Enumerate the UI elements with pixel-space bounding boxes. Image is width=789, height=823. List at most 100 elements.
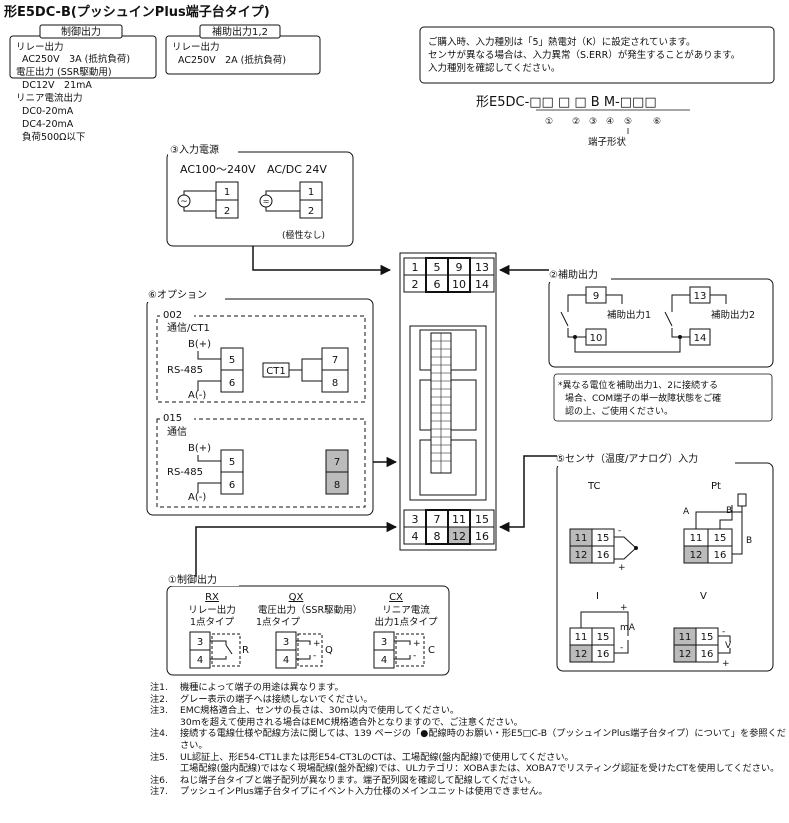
cx-line1: リニア電流 bbox=[382, 604, 430, 616]
terminal-7: 7 bbox=[434, 513, 441, 526]
terminal-15: 15 bbox=[714, 533, 727, 544]
spec-line: DC4-20mA bbox=[22, 119, 74, 130]
plus-sign: + bbox=[413, 639, 421, 649]
terminal-16: 16 bbox=[475, 530, 489, 543]
option-title: ⑥オプション bbox=[148, 289, 207, 301]
rs485-label: RS-485 bbox=[167, 467, 203, 478]
note-item: 注7. プッシュインPlus端子台タイプにイベント入力仕様のメインユニットは使用… bbox=[150, 786, 786, 798]
terminal-2: 2 bbox=[412, 278, 419, 291]
rs485-a-label: A(-) bbox=[188, 492, 206, 503]
note-id: 注7. bbox=[150, 786, 168, 798]
spec-line: AC250V 2A (抵抗負荷) bbox=[178, 54, 286, 66]
terminal-13: 13 bbox=[475, 261, 489, 274]
svg-text:~: ~ bbox=[180, 197, 188, 207]
terminal-5: 5 bbox=[229, 457, 235, 468]
tc-label: TC bbox=[587, 481, 601, 492]
aux-output-spec-box: 補助出力1,2 リレー出力 AC250V 2A (抵抗負荷) bbox=[165, 24, 321, 75]
terminal-8: 8 bbox=[334, 480, 340, 491]
notice-line: 入力種別を確認してください。 bbox=[428, 62, 560, 74]
spec-line: DC0-20mA bbox=[22, 106, 74, 117]
control-output-section: ①制御出力 RX リレー出力 1点タイプ 3 4 R QX 電圧出力（SSR駆動… bbox=[166, 572, 450, 676]
pt-a-label: A bbox=[683, 507, 690, 517]
terminal-7: 7 bbox=[334, 457, 340, 468]
pt-label: Pt bbox=[711, 481, 721, 492]
rtd-element-icon bbox=[737, 493, 747, 507]
terminal-11: 11 bbox=[679, 632, 692, 643]
terminal-3: 3 bbox=[283, 637, 289, 648]
option-section: ⑥オプション 002 通信/CT1 B(+) RS-485 A(-) 5 6 C… bbox=[146, 288, 374, 516]
note-item: 注4. 接続する電線仕様や配線方法に関しては、139 ページの「●配線時のお願い… bbox=[150, 728, 786, 751]
model-marker: ② bbox=[572, 117, 580, 127]
terminal-2: 2 bbox=[224, 206, 230, 217]
model-marker: ① bbox=[545, 117, 553, 127]
note-id: 注2. bbox=[150, 693, 168, 705]
terminal-1: 1 bbox=[308, 187, 314, 198]
terminal-9: 9 bbox=[593, 291, 599, 302]
terminal-13: 13 bbox=[694, 291, 707, 302]
rx-code: RX bbox=[205, 592, 219, 603]
note-item: 注5. UL認証上、形E54-CT1Lまたは形E54-CT3LのCTは、工場配線… bbox=[150, 752, 786, 775]
qx-mark: Q bbox=[325, 645, 333, 656]
option-002-code: 002 bbox=[163, 310, 182, 321]
control-output-title: ①制御出力 bbox=[168, 573, 217, 586]
page-title: 形E5DC-B(プッシュインPlus端子台タイプ) bbox=[4, 4, 270, 20]
plus-sign: + bbox=[620, 603, 628, 613]
note-id: 注5. bbox=[150, 751, 168, 763]
terminal-5: 5 bbox=[434, 261, 441, 274]
note-text: ねじ端子台タイプと端子配列が異なります。端子配列図を確認して配線してください。 bbox=[180, 774, 537, 786]
terminal-9: 9 bbox=[456, 261, 463, 274]
aux-note: *異なる電位を補助出力1、2に接続する 場合、COM端子の単一故障状態をご確 認… bbox=[553, 373, 773, 422]
model-marker: ④ bbox=[606, 117, 614, 127]
note-text: グレー表示の端子へは接続しないでください。 bbox=[180, 693, 373, 705]
sensor-input-section: ⑤センサ（温度/アナログ）入力 TC 11 12 15 16 - + Pt 11… bbox=[555, 452, 774, 672]
model-marker: ⑥ bbox=[653, 117, 661, 127]
spec-line: リニア電流出力 bbox=[16, 92, 83, 104]
terminal-6: 6 bbox=[229, 378, 235, 389]
terminal-5: 5 bbox=[229, 355, 235, 366]
note-text: 機種によって端子の用途は異なります。 bbox=[180, 682, 344, 693]
spec-line: リレー出力 bbox=[16, 41, 64, 53]
option-015-name: 通信 bbox=[167, 426, 187, 438]
aux-output-2-label: 補助出力2 bbox=[711, 309, 755, 321]
ct1-label: CT1 bbox=[266, 366, 285, 377]
no-polarity-label: (極性なし) bbox=[282, 229, 325, 241]
note-text: 接続する電線仕様や配線方法に関しては、139 ページの「●配線時のお願い・形E5… bbox=[180, 728, 786, 751]
note-item: 注6. ねじ端子台タイプと端子配列が異なります。端子配列図を確認して配線してくだ… bbox=[150, 775, 786, 787]
terminal-7: 7 bbox=[332, 355, 338, 366]
terminal-3: 3 bbox=[412, 513, 419, 526]
rs485-a-label: A(-) bbox=[188, 390, 206, 401]
note-item: 注2. グレー表示の端子へは接続しないでください。 bbox=[150, 694, 786, 706]
minus-sign: - bbox=[618, 526, 621, 536]
aux-output-1-label: 補助出力1 bbox=[607, 309, 651, 321]
rx-mark: R bbox=[242, 645, 249, 656]
voltage-input-label: V bbox=[700, 591, 707, 602]
spec-line: リレー出力 bbox=[172, 41, 220, 53]
terminal-15: 15 bbox=[597, 533, 610, 544]
minus-sign: - bbox=[722, 627, 725, 637]
terminal-15: 15 bbox=[475, 513, 489, 526]
spec-line: 電圧出力 (SSR駆動用) bbox=[16, 66, 112, 78]
plus-sign: + bbox=[618, 563, 626, 573]
qx-code: QX bbox=[289, 592, 304, 603]
terminal-15: 15 bbox=[597, 632, 610, 643]
terminal-4: 4 bbox=[197, 655, 203, 666]
note-text: プッシュインPlus端子台タイプにイベント入力仕様のメインユニットは使用できませ… bbox=[180, 786, 548, 798]
pt-b-label: B bbox=[726, 506, 732, 516]
spec-line: AC250V 3A (抵抗負荷) bbox=[22, 53, 130, 65]
voltage-source-label: V bbox=[725, 641, 732, 651]
terminal-12: 12 bbox=[575, 550, 588, 561]
option-002-name: 通信/CT1 bbox=[167, 322, 210, 334]
terminal-1: 1 bbox=[224, 187, 230, 198]
qx-line1: 電圧出力（SSR駆動用） bbox=[258, 604, 362, 616]
model-marker: ③ bbox=[589, 117, 597, 127]
terminal-12: 12 bbox=[575, 649, 588, 660]
model-marker: ⑤ bbox=[624, 117, 632, 127]
terminal-12: 12 bbox=[452, 530, 466, 543]
notes-section: 注1. 機種によって端子の用途は異なります。 注2. グレー表示の端子へは接続し… bbox=[150, 682, 786, 798]
pt-b-label: B bbox=[746, 536, 752, 546]
terminal-12: 12 bbox=[679, 649, 692, 660]
terminal-1: 1 bbox=[412, 261, 419, 274]
cx-code: CX bbox=[389, 592, 403, 603]
terminal-6: 6 bbox=[229, 480, 235, 491]
terminal-4: 4 bbox=[412, 530, 419, 543]
